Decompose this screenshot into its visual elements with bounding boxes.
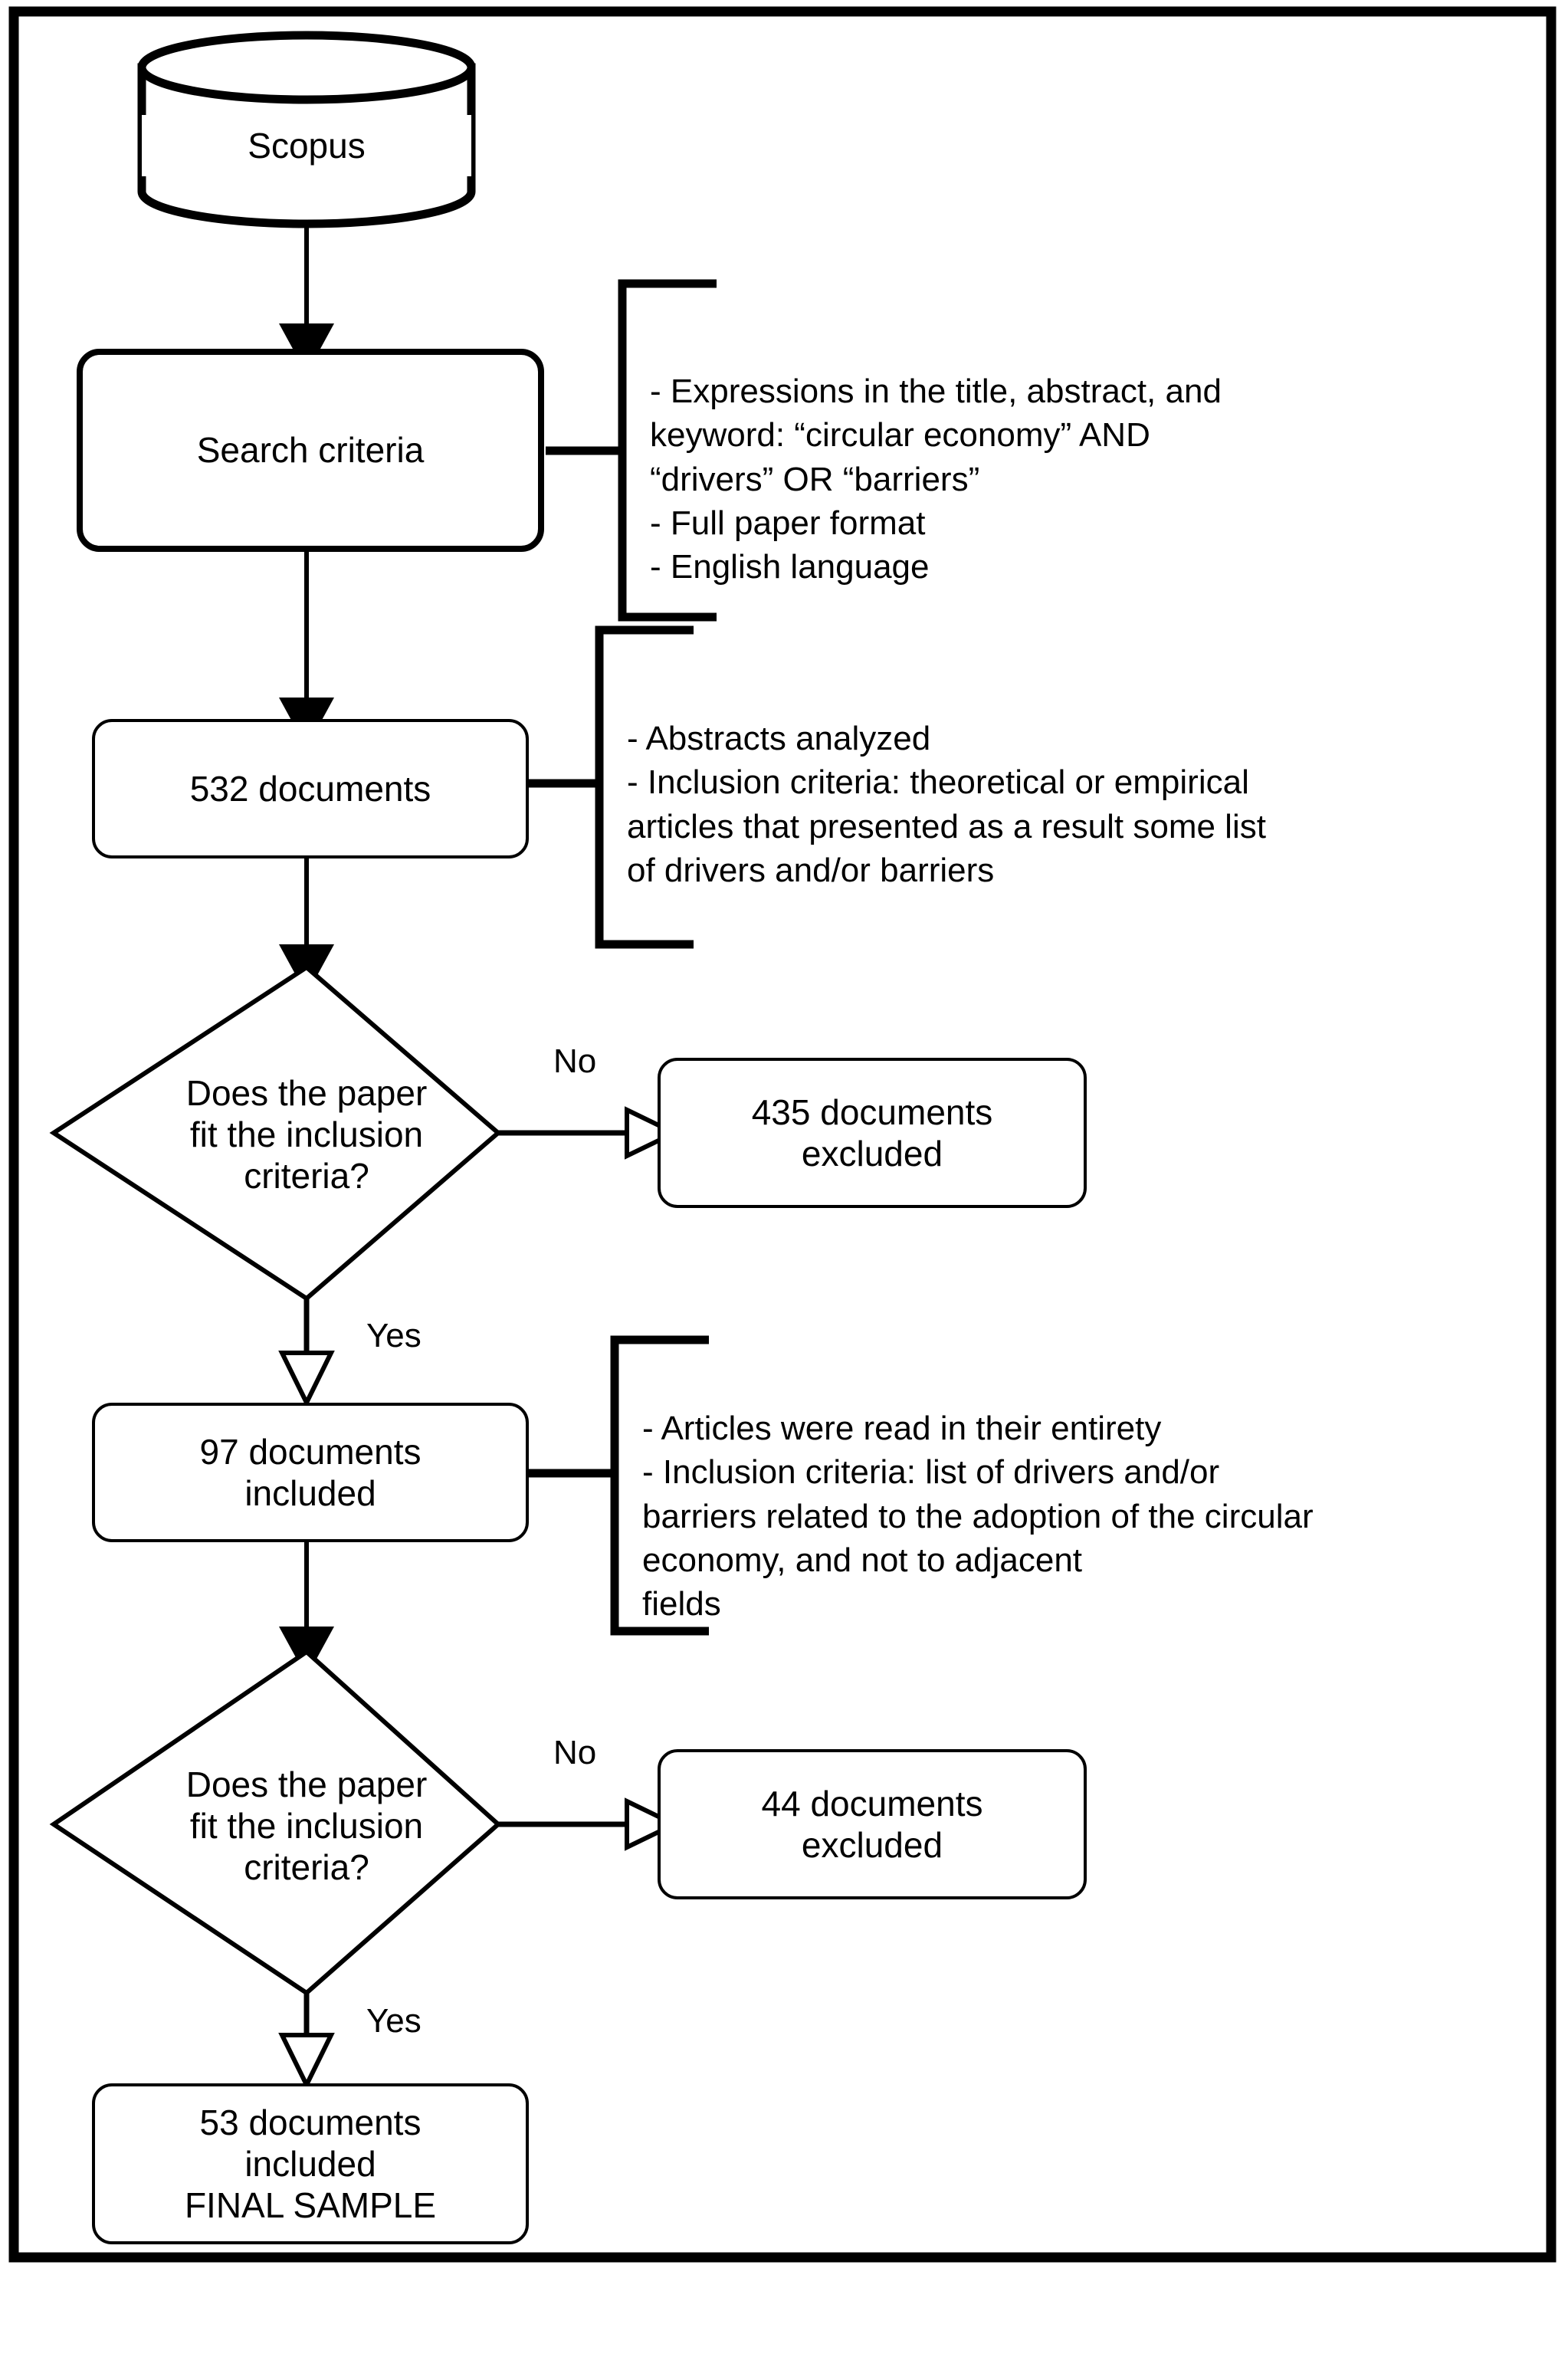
arrowhead-decision1-yes (278, 1351, 335, 1408)
bracket-97-note (610, 1335, 709, 1636)
excluded-44-node[interactable]: 44 documents excluded (658, 1749, 1087, 1899)
arrowhead-decision1-no (625, 1106, 680, 1160)
documents-532-annotation: - Abstracts analyzed - Inclusion criteri… (627, 673, 1501, 892)
decision-2-label: Does the paper fit the inclusion criteri… (185, 1764, 428, 1888)
decision-1-node[interactable]: Does the paper fit the inclusion criteri… (115, 1042, 498, 1226)
final-sample-node[interactable]: 53 documents included FINAL SAMPLE (92, 2083, 529, 2244)
excluded-44-label: 44 documents excluded (761, 1783, 983, 1865)
included-97-label: 97 documents included (199, 1431, 422, 1513)
decision-2-no-text: No (553, 1734, 597, 1771)
documents-532-label: 532 documents (189, 768, 431, 809)
figure-frame (8, 6, 1557, 2263)
decision-2-no-label: No (553, 1734, 596, 1772)
search-criteria-label: Search criteria (196, 430, 425, 471)
decision-1-yes-label: Yes (366, 1317, 422, 1355)
search-criteria-node[interactable]: Search criteria (77, 349, 544, 552)
documents-532-node[interactable]: 532 documents (92, 719, 529, 858)
decision-2-node[interactable]: Does the paper fit the inclusion criteri… (115, 1734, 498, 1918)
search-criteria-annotation-text: - Expressions in the title, abstract, an… (650, 373, 1222, 586)
decision-1-yes-text: Yes (366, 1317, 422, 1354)
included-97-annotation: - Articles were read in their entirety -… (642, 1363, 1508, 1626)
scopus-label: Scopus (248, 125, 366, 166)
arrowhead-decision2-no (625, 1797, 680, 1851)
included-97-annotation-text: - Articles were read in their entirety -… (642, 1410, 1314, 1623)
excluded-435-node[interactable]: 435 documents excluded (658, 1058, 1087, 1208)
included-97-node[interactable]: 97 documents included (92, 1403, 529, 1542)
arrowhead-decision2-yes (278, 2033, 335, 2090)
final-sample-label: 53 documents included FINAL SAMPLE (184, 2102, 437, 2226)
decision-1-no-label: No (553, 1042, 596, 1081)
scopus-database-node: Scopus (142, 115, 471, 176)
search-criteria-annotation: - Expressions in the title, abstract, an… (650, 326, 1508, 589)
decision-2-yes-text: Yes (366, 2002, 422, 2040)
excluded-435-label: 435 documents excluded (751, 1092, 993, 1174)
decision-1-label: Does the paper fit the inclusion criteri… (185, 1072, 428, 1197)
decision-1-no-text: No (553, 1042, 597, 1080)
documents-532-annotation-text: - Abstracts analyzed - Inclusion criteri… (627, 720, 1266, 889)
decision-2-yes-label: Yes (366, 2002, 422, 2040)
